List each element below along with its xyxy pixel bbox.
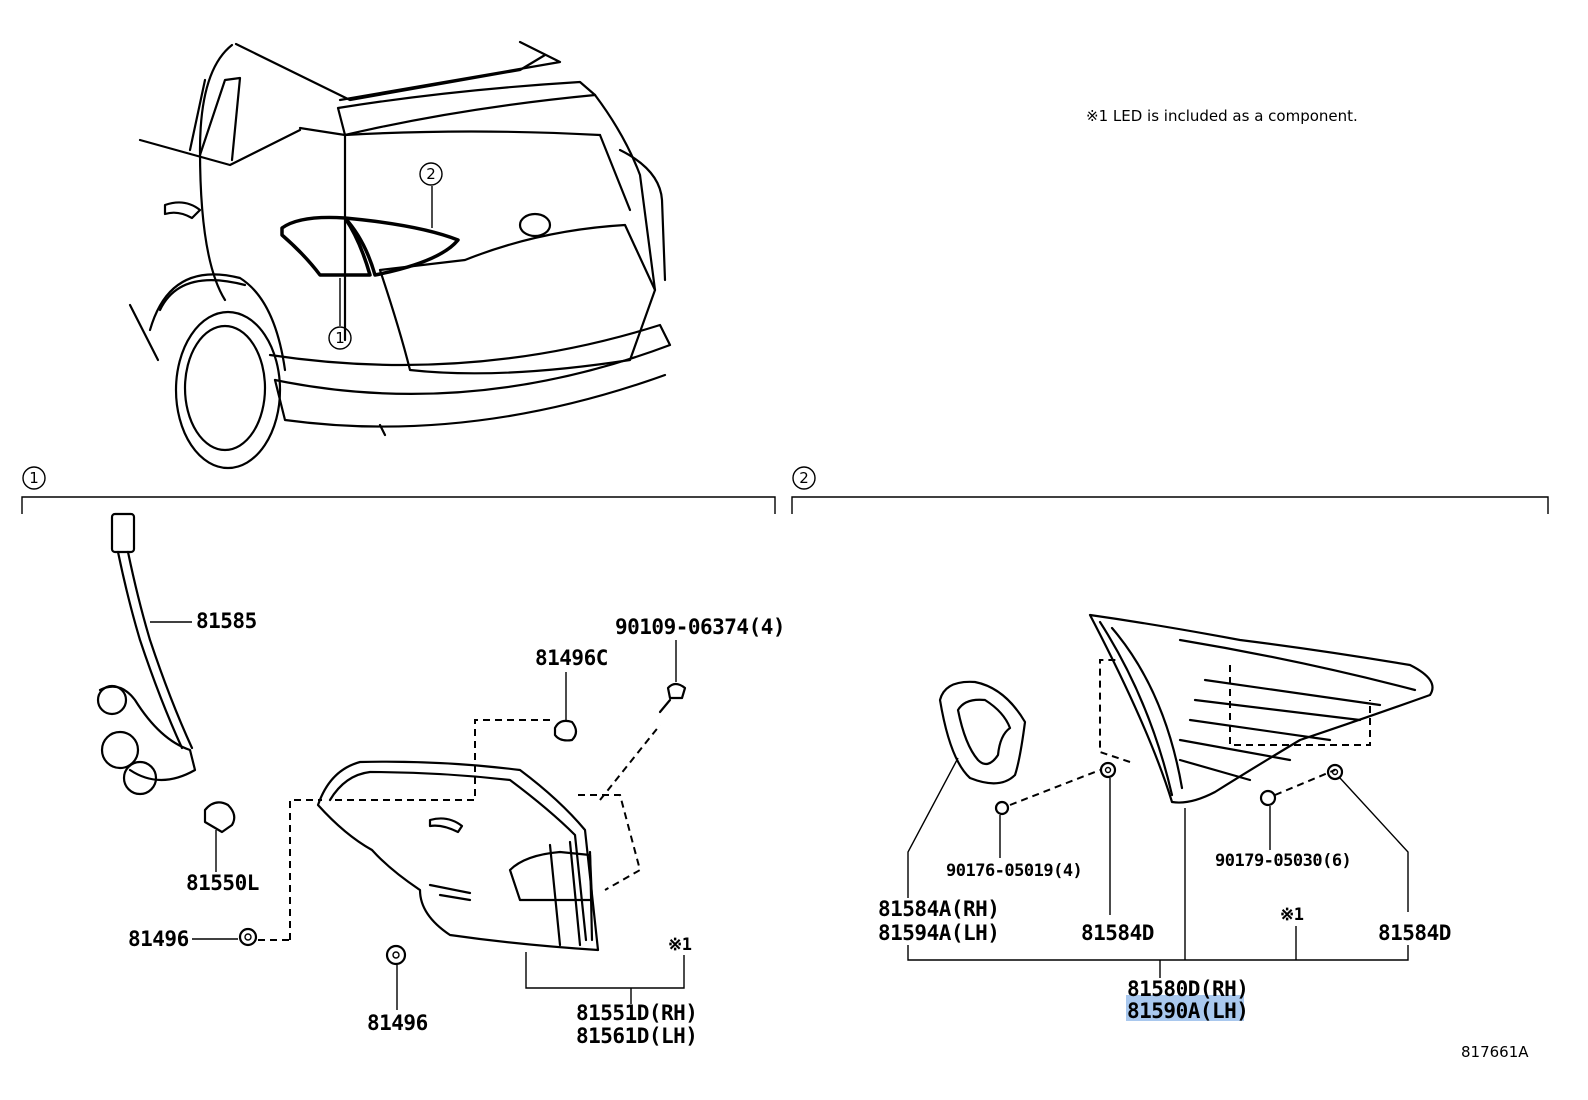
part-label-81496-bottom: 81496 [367, 1011, 428, 1035]
led-note: ※1 LED is included as a component. [1086, 107, 1358, 125]
wire-harness-81585 [96, 512, 197, 796]
part-label-81550l: 81550L [186, 871, 259, 895]
callout-2-vehicle: 2 [419, 162, 443, 186]
part-label-81496-left: 81496 [128, 927, 189, 951]
part-label-81584a: 81584A(RH) [878, 897, 999, 921]
clip-81584d-right [1326, 763, 1344, 781]
vehicle-rear-illustration [128, 40, 672, 470]
part-label-90176: 90176-05019(4) [946, 861, 1082, 881]
part-label-81590a[interactable]: 81590A(LH) [1127, 999, 1249, 1023]
section-1-bracket [21, 496, 776, 514]
highlight-81590a [1126, 995, 1244, 1021]
svg-text:2: 2 [426, 165, 436, 183]
part-label-81594a: 81594A(LH) [878, 921, 999, 945]
part-label-90179: 90179-05030(6) [1215, 851, 1351, 871]
section-1-marker: 1 [22, 466, 46, 490]
part-label-81585: 81585 [196, 609, 257, 633]
callout-1-vehicle: 1 [328, 326, 352, 350]
gasket-81584a [938, 680, 1027, 785]
part-label-81580d: 81580D(RH) [1127, 977, 1248, 1001]
part-label-90109: 90109-06374(4) [615, 615, 785, 639]
svg-text:1: 1 [29, 469, 39, 487]
section-2-bracket [791, 496, 1549, 514]
part-label-81561d: 81561D(LH) [576, 1024, 697, 1048]
clip-81496c [553, 719, 578, 742]
bulb-81550l [203, 801, 236, 834]
clip-81496-left [238, 927, 258, 947]
part-label-81551d: 81551D(RH) [576, 1001, 697, 1025]
diagram-id: 817661A [1461, 1043, 1529, 1061]
part-label-81584d-right: 81584D [1378, 921, 1451, 945]
svg-text:1: 1 [335, 329, 345, 347]
svg-text:2: 2 [799, 469, 809, 487]
part-label-81496c: 81496C [535, 646, 608, 670]
section-2-marker: 2 [792, 466, 816, 490]
rear-combination-lamp-outer [316, 760, 600, 952]
led-mark-section1: ※1 [668, 935, 692, 955]
clip-81496-bottom [385, 944, 407, 966]
screw-90179 [1259, 789, 1277, 807]
screw-90176 [994, 769, 1101, 816]
part-label-81584d-mid: 81584D [1081, 921, 1154, 945]
rear-lamp-inner-assembly [1088, 613, 1434, 804]
screw-90109 [658, 682, 687, 714]
led-mark-section2: ※1 [1280, 905, 1304, 925]
clip-81584d-mid [1099, 761, 1117, 779]
